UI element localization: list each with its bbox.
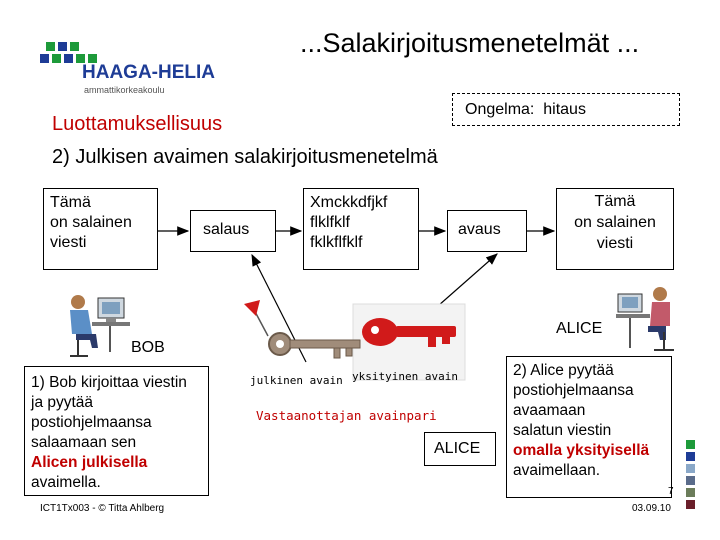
bob-label: BOB — [131, 339, 165, 356]
plaintext-box-right: Tämä on salainen viesti — [556, 188, 674, 270]
section-subtitle: Luottamuksellisuus — [52, 113, 223, 135]
plaintext-line: on salainen — [50, 214, 132, 231]
logo-square — [70, 42, 79, 51]
logo-square — [46, 42, 55, 51]
alice-description-box: 2) Alice pyytää postiohjelmaansa avaamaa… — [506, 356, 672, 498]
alice-line: postiohjelmaansa — [513, 382, 634, 399]
plaintext-line: viesti — [50, 234, 87, 251]
bob-computer-user-icon — [70, 295, 130, 357]
private-key-label: yksityinen avain — [352, 370, 458, 383]
bob-line: avaimella. — [31, 474, 101, 491]
page-number: 7 — [668, 486, 674, 497]
problem-text: Ongelma: hitaus — [465, 101, 586, 118]
bob-line: postiohjelmaansa — [31, 414, 152, 431]
decor-square — [686, 500, 695, 509]
decor-square — [686, 464, 695, 473]
logo-square — [58, 42, 67, 51]
key-pair-label: Vastaanottajan avainpari — [256, 408, 437, 423]
bob-line: ja pyytää — [31, 394, 94, 411]
plaintext-line: Tämä — [594, 193, 636, 210]
alice-line: salatun viestin — [513, 422, 612, 439]
bob-line: 1) Bob kirjoittaa viestin — [31, 374, 187, 391]
alice-key-owner-box: ALICE — [424, 432, 496, 466]
alice-key-owner-label: ALICE — [434, 440, 481, 457]
alice-line: avaimellaan. — [513, 462, 601, 479]
alice-line: avaamaan — [513, 402, 586, 419]
public-key-icon — [244, 300, 361, 359]
key-pair-area: julkinen avain yksityinen avain Vastaano… — [238, 296, 496, 468]
alice-computer-user-icon — [616, 287, 674, 351]
plaintext-line: viesti — [596, 235, 634, 252]
keys-illustration — [244, 300, 466, 381]
bob-description-box: 1) Bob kirjoittaa viestin ja pyytää post… — [24, 366, 209, 496]
alice-label: ALICE — [556, 320, 603, 337]
private-key-icon — [362, 318, 456, 347]
logo: HAAGA-HELIA ammattikorkeakoulu — [36, 32, 215, 102]
ciphertext-line: fklkflfklf — [310, 234, 363, 251]
decor-square — [686, 476, 695, 485]
footer-credit: ICT1Tx003 - © Titta Ahlberg — [40, 503, 165, 514]
encrypt-box: salaus — [190, 210, 276, 252]
slide-title: ...Salakirjoitusmenetelmät ... — [300, 28, 640, 58]
logo-square — [52, 54, 61, 63]
problem-box: Ongelma: hitaus — [452, 93, 680, 126]
bob-highlight: Alicen julkisella — [31, 454, 148, 471]
ciphertext-box: Xmckkdfjkf flklfklf fklkflfklf — [303, 188, 419, 270]
footer-date: 03.09.10 — [632, 503, 671, 514]
logo-square — [40, 54, 49, 63]
logo-subtext: ammattikorkeakoulu — [84, 85, 165, 95]
alice-highlight: omalla yksityisellä — [513, 442, 650, 459]
section-heading: 2) Julkisen avaimen salakirjoitusmenetel… — [52, 146, 438, 168]
decor-square — [686, 440, 695, 449]
alice-line: 2) Alice pyytää — [513, 362, 614, 379]
decrypt-label: avaus — [458, 221, 501, 238]
logo-name: HAAGA-HELIA — [82, 62, 215, 83]
decorative-squares — [686, 440, 696, 510]
encrypt-label: salaus — [203, 221, 250, 238]
logo-square — [76, 54, 85, 63]
ciphertext-line: Xmckkdfjkf — [310, 194, 388, 211]
plaintext-line: Tämä — [50, 194, 91, 211]
logo-square — [64, 54, 73, 63]
public-key-label: julkinen avain — [250, 374, 343, 387]
decrypt-box: avaus — [447, 210, 527, 252]
bob-line: salaamaan sen — [31, 434, 137, 451]
plaintext-line: on salainen — [574, 214, 656, 231]
plaintext-box-left: Tämä on salainen viesti — [43, 188, 158, 270]
logo-square — [88, 54, 97, 63]
decor-square — [686, 488, 695, 497]
ciphertext-line: flklfklf — [310, 214, 350, 231]
decor-square — [686, 452, 695, 461]
